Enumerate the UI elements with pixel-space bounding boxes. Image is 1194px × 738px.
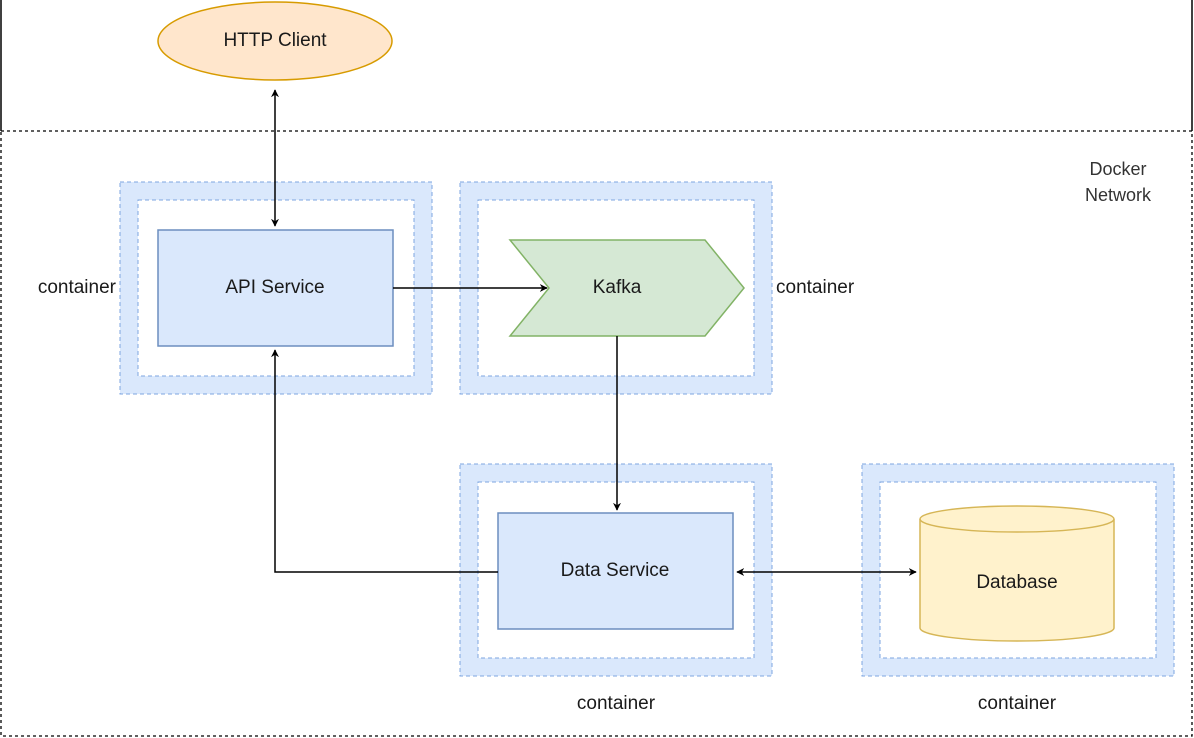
data-service-label: Data Service <box>560 560 670 581</box>
data-service-node[interactable] <box>497 512 734 630</box>
docker-network-label: Docker Network <box>1068 156 1168 208</box>
api-service-label: API Service <box>225 277 325 298</box>
database-body <box>919 519 1115 642</box>
kafka-container-label: container <box>776 277 855 298</box>
database-node[interactable] <box>919 505 1115 642</box>
api-service-node[interactable] <box>157 229 394 347</box>
api-container-label: container <box>37 277 116 298</box>
docker-network-boundary <box>0 130 1193 737</box>
http-client-label: HTTP Client <box>223 30 327 51</box>
database-top <box>919 505 1115 533</box>
docker-network-label-line1: Docker <box>1089 159 1147 179</box>
http-client-node[interactable] <box>157 1 393 81</box>
db-container-label: container <box>977 693 1057 714</box>
database-label: Database <box>976 572 1058 593</box>
data-container-outer-dash <box>459 463 773 677</box>
data-container-label: container <box>576 693 656 714</box>
kafka-node[interactable] <box>508 239 745 337</box>
docker-network-label-line2: Network <box>1084 185 1151 205</box>
kafka-label: Kafka <box>592 277 642 298</box>
edge-data-api <box>271 349 498 573</box>
